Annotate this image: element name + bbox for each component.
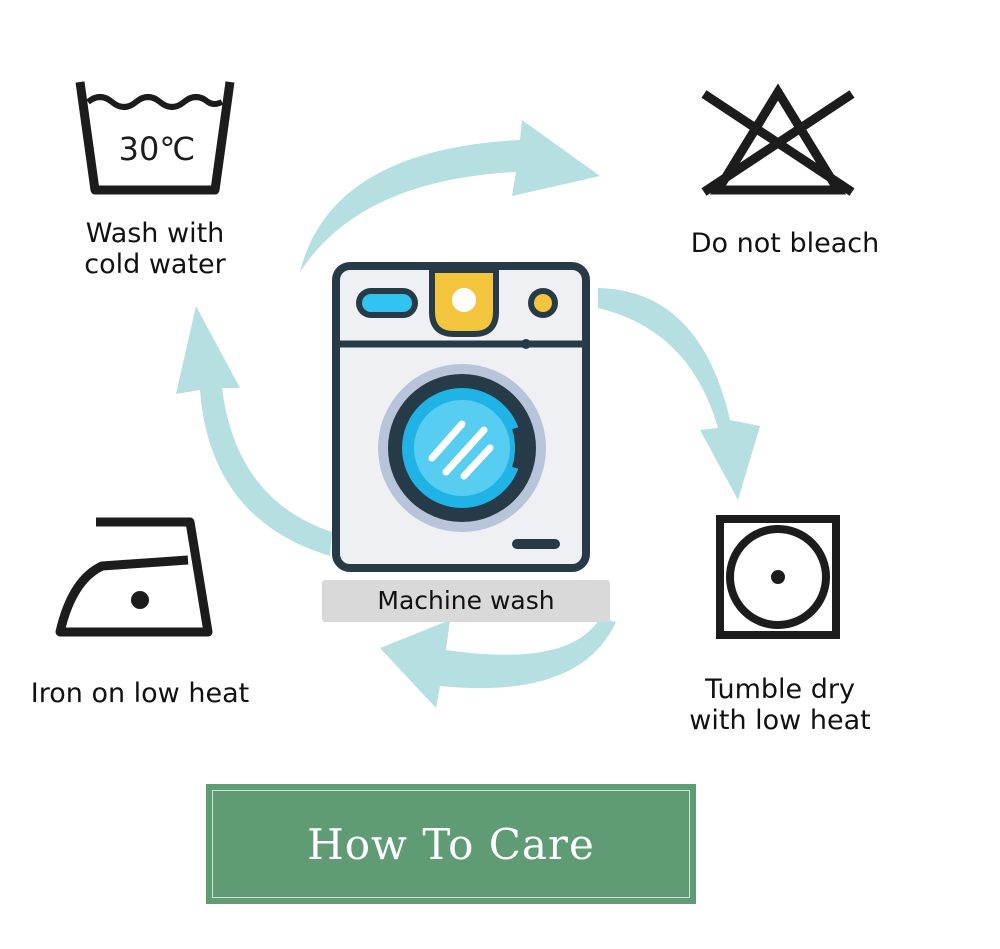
washing-machine-icon	[332, 262, 590, 572]
tumble-caption-line2: with low heat	[689, 705, 871, 736]
banner-title: How To Care	[307, 819, 595, 869]
iron-caption: Iron on low heat	[30, 678, 250, 709]
tumble-dry-icon	[716, 515, 840, 639]
arrow-wash-to-bleach	[300, 120, 600, 272]
cycle-arrows	[176, 120, 760, 708]
arrow-bleach-to-tumble	[598, 288, 760, 500]
wash-temperature: 30℃	[119, 130, 196, 168]
tumble-caption-line1: Tumble dry	[705, 674, 855, 705]
wash-tub-icon: 30℃	[75, 81, 235, 195]
how-to-care-banner: How To Care	[206, 784, 696, 904]
arrow-tumble-to-iron	[380, 618, 616, 708]
iron-icon	[55, 517, 213, 637]
wash-caption-line2: cold water	[84, 249, 226, 280]
machine-wash-label: Machine wash	[322, 580, 610, 622]
bleach-caption: Do not bleach	[690, 228, 880, 259]
banner-border	[212, 790, 690, 898]
no-bleach-icon	[701, 83, 855, 196]
arrow-iron-to-wash	[176, 306, 332, 556]
wash-caption: Wash with cold water	[50, 218, 260, 280]
wash-caption-line1: Wash with	[85, 218, 225, 249]
tumble-caption: Tumble dry with low heat	[660, 674, 900, 736]
